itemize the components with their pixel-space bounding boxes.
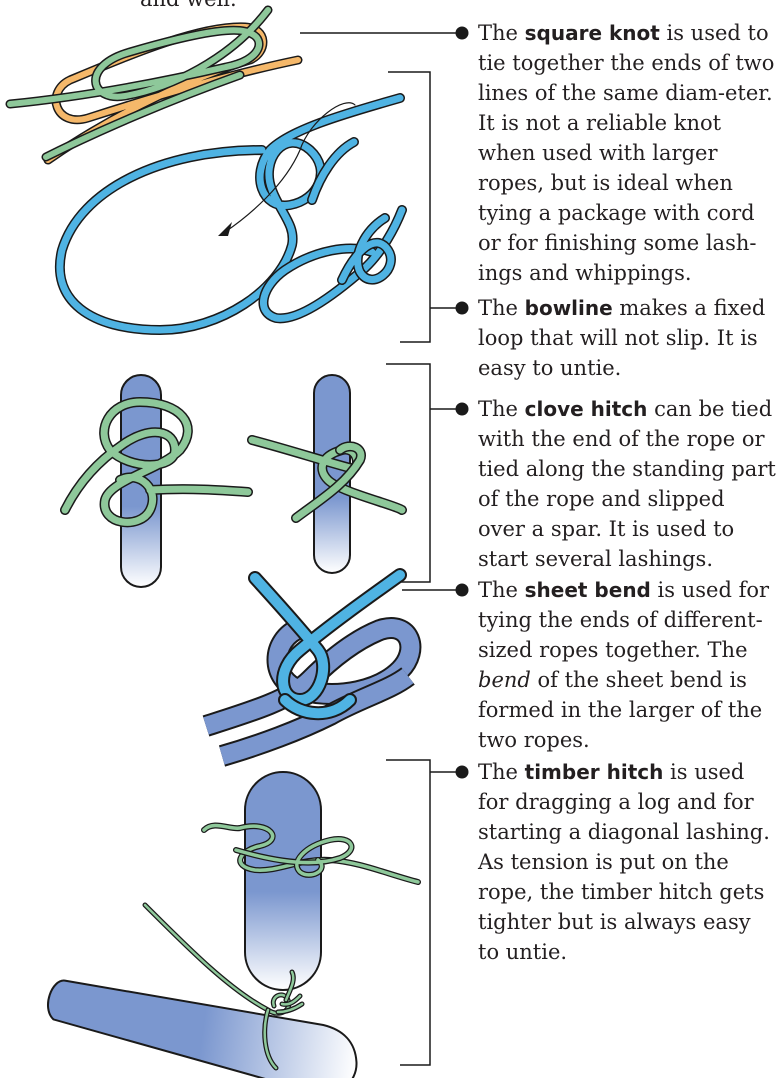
clove-hitch-illustration: [65, 375, 402, 587]
square-knot-illustration: [10, 10, 298, 160]
bend-emphasis: bend: [478, 668, 531, 692]
square-knot-term: square knot: [525, 21, 660, 45]
timber-hitch-description: The timber hitch is used for dragging a …: [478, 757, 776, 967]
sheet-bend-description: The sheet bend is used for tying the end…: [478, 575, 776, 755]
description-prefix: The: [478, 21, 525, 45]
description-prefix: The: [478, 578, 525, 602]
description-body: can be tied with the end of the rope or …: [478, 397, 776, 571]
clove-hitch-term: clove hitch: [525, 397, 648, 421]
description-body: is used for dragging a log and for start…: [478, 760, 770, 964]
bowline-illustration: [60, 98, 402, 330]
timber-hitch-term: timber hitch: [525, 760, 664, 784]
description-prefix: The: [478, 760, 525, 784]
bowline-term: bowline: [525, 296, 613, 320]
callout-bullets: [456, 27, 469, 779]
description-prefix: The: [478, 397, 525, 421]
description-prefix: The: [478, 296, 525, 320]
timber-hitch-upright-illustration: [204, 772, 418, 990]
sheet-bend-illustration: [206, 575, 410, 756]
bowline-description: The bowline makes a fixed loop that will…: [478, 293, 776, 383]
sheet-bend-term: sheet bend: [525, 578, 651, 602]
square-knot-description: The square knot is used to tie together …: [478, 18, 776, 288]
clove-hitch-description: The clove hitch can be tied with the end…: [478, 394, 776, 574]
description-body: is used to tie together the ends of two …: [478, 21, 774, 285]
